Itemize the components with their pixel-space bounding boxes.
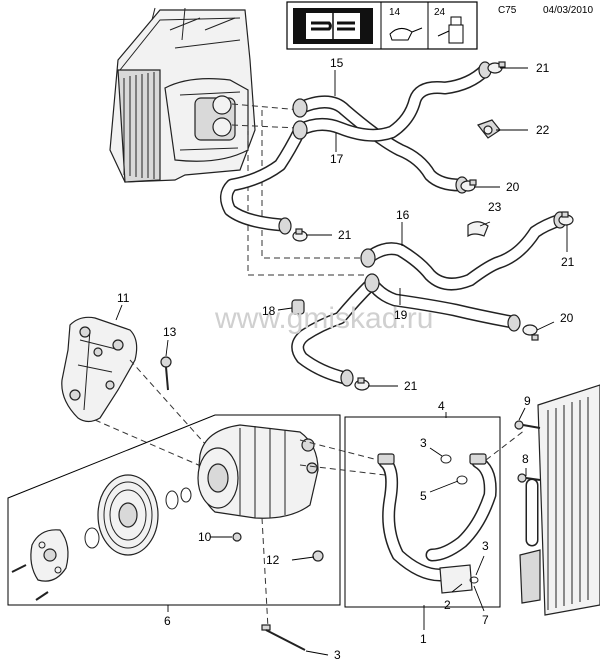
callout-18: 19 — [394, 308, 408, 322]
guide-line — [261, 110, 360, 259]
guide-line — [261, 517, 269, 629]
callout-10: 12 — [266, 553, 280, 567]
wrench-book-icon — [293, 8, 373, 44]
hose-clamp-21d — [354, 377, 370, 391]
callout-21: 21 — [536, 61, 550, 75]
callout-21: 21 — [561, 255, 575, 269]
compressor-pulley — [97, 474, 159, 556]
callout-3: 4 — [438, 399, 445, 413]
callout-5: 7 — [482, 613, 489, 627]
guide-line — [94, 419, 211, 471]
callout-8: 6 — [164, 614, 171, 628]
callout-11: 11 — [117, 291, 130, 305]
callout-23: 23 — [488, 200, 502, 214]
callout-21: 21 — [338, 228, 352, 242]
callout-20: 20 — [560, 311, 574, 325]
hose-clamp-20a — [460, 179, 477, 192]
guide-line — [299, 439, 379, 461]
callout-7: 9 — [524, 394, 531, 408]
refrigerant-lines — [377, 453, 497, 594]
callout-15: 15 — [330, 56, 344, 70]
hose-clamp-21c — [558, 211, 574, 226]
callouts: 15 21 22 17 20 21 16 23 21 11 18 19 20 1… — [115, 56, 575, 662]
watermark: www.gmiskad.ru — [214, 302, 433, 335]
refrigerant-line-frame — [344, 416, 501, 608]
clutch-plate — [30, 529, 69, 582]
callout-2: 2 — [444, 598, 451, 612]
guide-line — [485, 429, 526, 461]
callout-12: 3 — [334, 648, 341, 662]
callout-13: 13 — [163, 325, 177, 339]
info-item-2: 24 — [434, 7, 446, 18]
connector-23 — [467, 221, 489, 238]
grommet-19 — [291, 299, 305, 315]
bolt-screws — [11, 532, 324, 601]
compressor-bracket — [61, 316, 138, 423]
hose-clamp-21a — [487, 61, 506, 74]
hose-clamp-21b — [292, 228, 308, 242]
o-rings — [440, 454, 479, 584]
guide-line — [299, 464, 386, 476]
connector-22 — [477, 119, 501, 139]
condenser — [519, 384, 600, 616]
heater-hose-lower — [291, 211, 567, 387]
evaporator-housing — [109, 7, 256, 183]
hose-clamp-20b — [522, 324, 539, 341]
info-item-1: 14 — [389, 7, 401, 18]
diagram-code: C75 — [498, 5, 517, 16]
heater-hose-upper — [220, 61, 492, 235]
callout-21: 21 — [404, 379, 418, 393]
callout-17: 17 — [330, 152, 344, 166]
bolt-13 — [160, 356, 172, 391]
callout-3: 3 — [420, 436, 427, 450]
bolt-12 — [261, 624, 306, 651]
guide-line — [231, 124, 299, 129]
callout-4: 5 — [420, 489, 427, 503]
snap-rings — [84, 487, 192, 549]
callout-6: 8 — [522, 452, 529, 466]
diagram-date: 04/03/2010 — [543, 5, 593, 16]
callout-16: 16 — [396, 208, 410, 222]
callout-20: 20 — [506, 180, 520, 194]
compressor-body — [197, 424, 319, 519]
guide-line — [129, 359, 216, 456]
callout-9: 10 — [198, 530, 212, 544]
bolt-6 — [517, 473, 541, 483]
callout-22: 22 — [536, 123, 550, 137]
oil-can-icon — [389, 27, 423, 41]
callout-19: 18 — [262, 304, 276, 318]
callout-3: 3 — [482, 539, 489, 553]
guide-line — [247, 125, 365, 276]
compressor-detail-frame — [7, 414, 341, 606]
bolt-7 — [514, 420, 541, 430]
grease-tube-icon — [437, 16, 464, 44]
header-info-box: 14 24 C75 04/03/2010 — [286, 1, 593, 50]
callout-1: 1 — [420, 632, 427, 646]
guide-line — [231, 103, 301, 111]
